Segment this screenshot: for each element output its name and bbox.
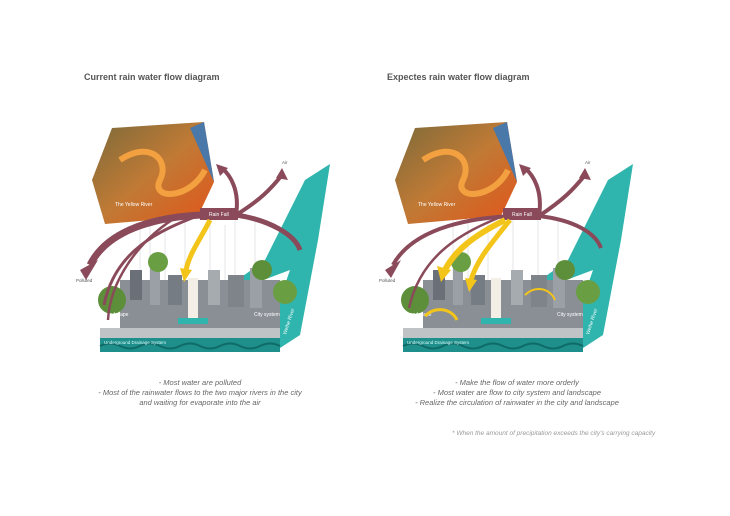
weihe-river-band (513, 164, 633, 348)
landscape-label: Landscape (407, 312, 432, 318)
drainage-band (100, 338, 280, 352)
current-diagram-panel: Current rain water flow diagram The Yell… (76, 72, 330, 408)
expected-note-1: - Make the flow of water more orderly (455, 378, 579, 387)
expected-note-3: - Realize the circulation of rainwater i… (415, 398, 619, 407)
yellow-river-image (395, 122, 517, 224)
current-notes: - Most water are polluted - Most of the … (80, 378, 320, 408)
current-note-2: - Most of the rainwater flows to the two… (98, 388, 302, 397)
current-flow-diagram: The Yellow River Landscape City s (76, 122, 330, 352)
expected-notes: - Make the flow of water more orderly - … (377, 378, 657, 408)
yellow-flow-arrows (423, 217, 556, 321)
rain-fall-label: Rain Fall (512, 212, 532, 218)
expected-diagram-panel: Expectes rain water flow diagram The Yel… (365, 0, 730, 516)
air-label: Air (585, 160, 591, 165)
expected-note-2: - Most water are flow to city system and… (433, 388, 601, 397)
ground-strip (100, 328, 280, 338)
weihe-river-band (210, 164, 330, 348)
ground-strip (403, 328, 583, 338)
rain-fall-tag (503, 208, 541, 220)
drainage-band (403, 338, 583, 352)
yellow-river-image (92, 122, 214, 224)
air-label: Air (282, 160, 288, 165)
city-image (98, 252, 297, 328)
expected-diagram-title: Expectes rain water flow diagram (387, 72, 530, 82)
yellow-river-label: The Yellow River (115, 202, 153, 208)
current-diagram-title: Current rain water flow diagram (84, 72, 220, 82)
city-system-label: City system (557, 312, 583, 318)
current-note-3: and waiting for evaporate into the air (139, 398, 261, 407)
drainage-label: Underground Drainage System (407, 340, 469, 345)
rain-fall-label: Rain Fall (209, 212, 229, 218)
city-system-label: City system (254, 312, 280, 318)
current-note-1: - Most water are polluted (158, 378, 242, 387)
yellow-river-label: The Yellow River (418, 202, 456, 208)
rain-fall-tag (200, 208, 238, 220)
footnote: * When the amount of precipitation excee… (452, 430, 656, 437)
yellow-flow-arrow (183, 218, 213, 271)
polluted-label: Polluted (76, 278, 93, 283)
rain-fall-arrows (80, 164, 303, 321)
drainage-label: Underground Drainage System (104, 340, 166, 345)
landscape-label: Landscape (104, 312, 129, 318)
expected-flow-diagram: The Yellow River Landscape City system (379, 122, 633, 352)
polluted-label: Polluted (379, 278, 396, 283)
